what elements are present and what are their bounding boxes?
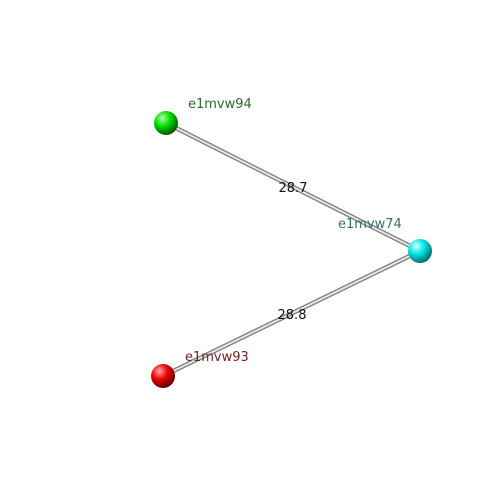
node-e1mvw94[interactable] — [154, 111, 178, 135]
node-e1mvw93[interactable] — [151, 364, 175, 388]
edge-e1mvw93-e1mvw74 — [160, 248, 423, 379]
edge-weight-label: 28.7 — [279, 181, 308, 196]
node-label: e1mvw74 — [338, 217, 402, 232]
edge-weight-label: 28.8 — [278, 308, 307, 323]
node-label: e1mvw94 — [188, 97, 252, 112]
edge-e1mvw94-e1mvw74 — [163, 120, 423, 254]
node-e1mvw74[interactable] — [408, 239, 432, 263]
node-label: e1mvw93 — [185, 350, 249, 365]
